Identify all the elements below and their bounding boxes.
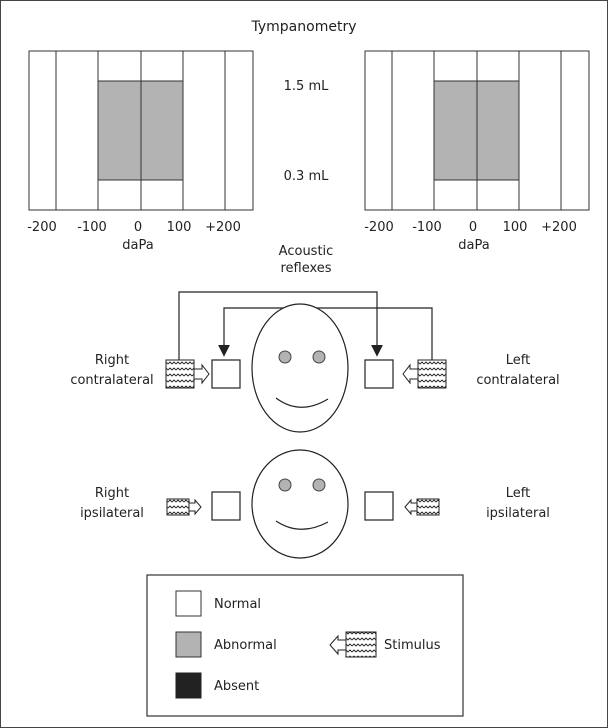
tick-label: 100 (503, 220, 528, 235)
legend-swatch-absent (175, 672, 202, 699)
acoustic-reflexes-label-line-2: reflexes (280, 261, 331, 276)
left-contralateral-stimulus (402, 359, 447, 389)
axis-label: daPa (458, 238, 489, 253)
acoustic-reflexes-label-line-1: Acoustic (279, 244, 334, 259)
eye (312, 350, 326, 364)
legend-stimulus-arrow (329, 634, 347, 656)
left-contra-label-line-1: Left (506, 353, 530, 368)
right-contra-label-line-2: contralateral (70, 373, 153, 388)
legend-stimulus-label: Stimulus (384, 638, 441, 653)
left-ipsilateral-stimulus (404, 498, 440, 516)
legend-swatch-normal (175, 590, 202, 617)
eye (278, 350, 292, 364)
left-to-right-arrow (218, 307, 433, 360)
left-contra-label-line-2: contralateral (476, 373, 559, 388)
mouth (275, 397, 329, 408)
tick-label: -200 (364, 220, 394, 235)
left-ipsilateral-result-box (364, 491, 394, 521)
stimulus-icon (417, 359, 447, 389)
legend: Normal Abnormal Absent Stimulus (146, 574, 464, 717)
tick-label: -200 (27, 220, 57, 235)
tick-label: +200 (205, 220, 241, 235)
face-outline (251, 449, 349, 559)
lower-volume-label: 0.3 mL (284, 169, 329, 184)
right-contralateral-result-box (211, 359, 241, 389)
legend-abnormal-label: Abnormal (214, 638, 277, 653)
stimulus-arrow (404, 498, 418, 516)
tick-label: -100 (77, 220, 107, 235)
axis-label: daPa (122, 238, 153, 253)
legend-swatch-abnormal (175, 631, 202, 658)
tick-label: -100 (412, 220, 442, 235)
tympanogram-left-ear: -200 -100 0 100 +200 daPa (364, 50, 590, 253)
left-ipsi-label-line-1: Left (506, 486, 530, 501)
upper-volume-label: 1.5 mL (284, 79, 329, 94)
right-contralateral-stimulus (165, 359, 210, 389)
legend-stimulus-icon (345, 631, 377, 658)
legend-normal-label: Normal (214, 597, 261, 612)
tick-label: 0 (134, 220, 142, 235)
stimulus-icon (416, 498, 440, 516)
right-contra-label-line-1: Right (95, 353, 129, 368)
mouth (275, 520, 329, 530)
eye (278, 478, 292, 492)
face-contralateral (251, 303, 349, 433)
right-ipsilateral-result-box (211, 491, 241, 521)
face-ipsilateral (251, 449, 349, 559)
right-ipsilateral-stimulus (166, 498, 202, 516)
right-ipsi-label-line-1: Right (95, 486, 129, 501)
tick-label: 100 (167, 220, 192, 235)
right-ipsi-label-line-2: ipsilateral (80, 506, 144, 521)
tick-label: +200 (541, 220, 577, 235)
stimulus-arrow (402, 363, 419, 385)
eye (312, 478, 326, 492)
tympanogram-right-ear: -200 -100 0 100 +200 daPa (27, 50, 254, 253)
title: Tympanometry (251, 19, 357, 35)
face-outline (251, 303, 349, 433)
stimulus-arrow (188, 498, 202, 516)
left-contralateral-result-box (364, 359, 394, 389)
stimulus-icon (165, 359, 195, 389)
stimulus-icon (166, 498, 190, 516)
stimulus-arrow (193, 363, 210, 385)
left-ipsi-label-line-2: ipsilateral (486, 506, 550, 521)
legend-absent-label: Absent (214, 679, 259, 694)
contralateral-pathways (178, 291, 433, 360)
right-to-left-arrow (178, 291, 383, 360)
tick-label: 0 (469, 220, 477, 235)
